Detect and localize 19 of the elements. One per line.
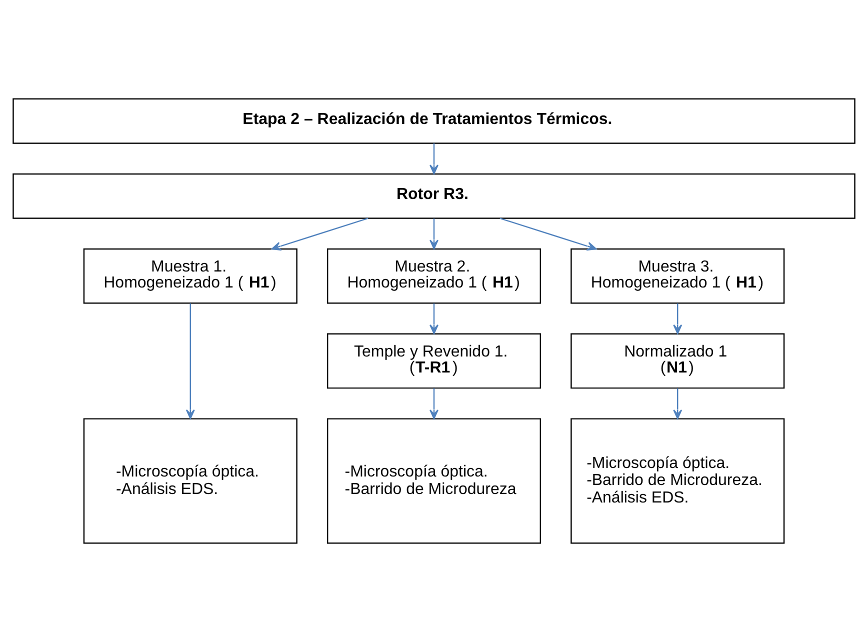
arrow [430,302,438,334]
arrow [500,217,597,250]
arrow [186,302,195,419]
node-box: -Microscopía óptica. -Análisis EDS. [83,418,298,544]
node-box: Rotor R3. [12,172,856,218]
arrow [673,302,682,334]
node-box: Muestra 3. Homogeneizado 1 (H1) [570,248,785,304]
arrow [673,388,682,419]
node-box: Normalizado 1 (N1) [570,332,785,388]
arrow [430,218,438,249]
arrow [430,142,438,174]
node-box: -Microscopía óptica. -Barrido de Microdureza [326,418,542,544]
node-box: Etapa 2 – Realización de Tratamientos Térmicos. [12,98,856,144]
arrow [271,217,368,250]
node-box: -Microscopía óptica. -Barrido de Microdureza. -Análisis EDS. [570,418,785,544]
arrow [430,388,438,419]
node-box: Temple y Revenido 1. (T-R1) [326,332,542,388]
node-box: Muestra 2. Homogeneizado 1 (H1) [326,248,542,304]
node-box: Muestra 1. Homogeneizado 1 (H1) [83,248,298,304]
